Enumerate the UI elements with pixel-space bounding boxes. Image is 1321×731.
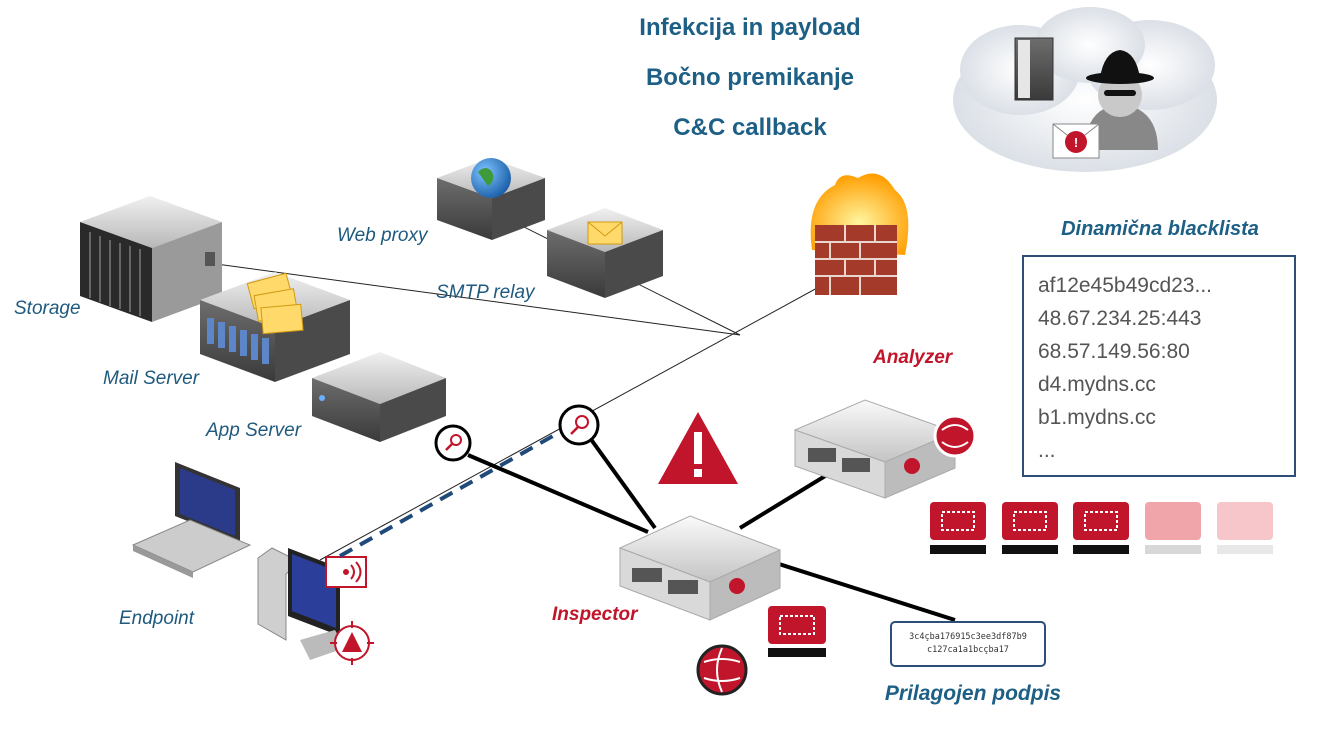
signature-line-2: c127ca1a1bcçba17 — [927, 645, 1009, 655]
endpoint-target-alert-icon — [330, 621, 374, 665]
firewall-icon — [810, 173, 909, 295]
blacklist-entry: b1.mydns.cc — [1038, 406, 1156, 429]
inspector-globe-icon — [696, 644, 748, 696]
label-mail-server: Mail Server — [103, 368, 200, 389]
label-app-server: App Server — [206, 420, 302, 441]
blacklist-entry: 68.57.149.56:80 — [1038, 340, 1190, 363]
vm-monitor-4-faded — [1145, 502, 1201, 554]
app-server-icon — [312, 352, 446, 442]
vm-monitor-2 — [1002, 502, 1058, 554]
vm-monitor-5-faded — [1217, 502, 1273, 554]
warning-triangle-icon — [658, 412, 738, 484]
blacklist-box: af12e45b49cd23... 48.67.234.25:443 68.57… — [1022, 255, 1296, 477]
endpoint-agent-badge — [325, 556, 367, 588]
label-analyzer: Analyzer — [873, 347, 953, 368]
label-web-proxy: Web proxy — [337, 225, 428, 246]
signature-line-1: 3c4çba176915c3ee3df87b9 — [909, 632, 1027, 642]
vm-monitor-3 — [1073, 502, 1129, 554]
analyzer-appliance-icon — [793, 399, 977, 499]
link-app-inspector — [467, 453, 649, 534]
laptop-icon — [131, 462, 252, 578]
mail-server-icon — [200, 272, 350, 382]
link-magnifier-inspector — [588, 436, 657, 530]
inspector-monitor-icon — [768, 606, 826, 657]
link-storage-backbone — [149, 254, 741, 336]
title-infection-payload: Infekcija in payload — [639, 14, 861, 41]
malicious-email-icon: ! — [1052, 123, 1100, 159]
blacklist-entry: 48.67.234.25:443 — [1038, 307, 1202, 330]
title-lateral-movement: Bočno premikanje — [645, 64, 855, 91]
web-proxy-server-icon — [437, 158, 545, 240]
label-smtp-relay: SMTP relay — [436, 282, 535, 303]
magnifier-icon-right — [558, 404, 600, 446]
blacklist-entry: d4.mydns.cc — [1038, 373, 1156, 396]
label-storage: Storage — [14, 298, 81, 319]
blacklist-entry: af12e45b49cd23... — [1038, 274, 1212, 297]
svg-text:!: ! — [1074, 135, 1078, 150]
inspector-appliance-icon — [618, 515, 782, 621]
blacklist-entry: ... — [1038, 439, 1056, 462]
label-inspector: Inspector — [552, 604, 638, 625]
link-inspector-analyzer — [738, 468, 837, 530]
label-endpoint: Endpoint — [119, 608, 195, 629]
link-lateral-dashed — [339, 430, 561, 558]
signature-box: 3c4çba176915c3ee3df87b9 c127ca1a1bcçba17 — [890, 621, 1046, 667]
vm-monitor-1 — [930, 502, 986, 554]
blacklist-title: Dinamična blacklista — [1061, 218, 1259, 240]
title-cc-callback: C&C callback — [673, 114, 827, 141]
cc-server-icon — [1014, 37, 1054, 101]
signature-title: Prilagojen podpis — [884, 682, 1062, 705]
link-inspector-signature — [759, 556, 956, 622]
magnifier-icon-left — [434, 424, 472, 462]
attacker-spy-icon — [1085, 50, 1158, 150]
storage-rack-icon — [80, 196, 222, 322]
smtp-relay-server-icon — [547, 208, 663, 298]
vm-monitor-icons — [930, 502, 1273, 554]
